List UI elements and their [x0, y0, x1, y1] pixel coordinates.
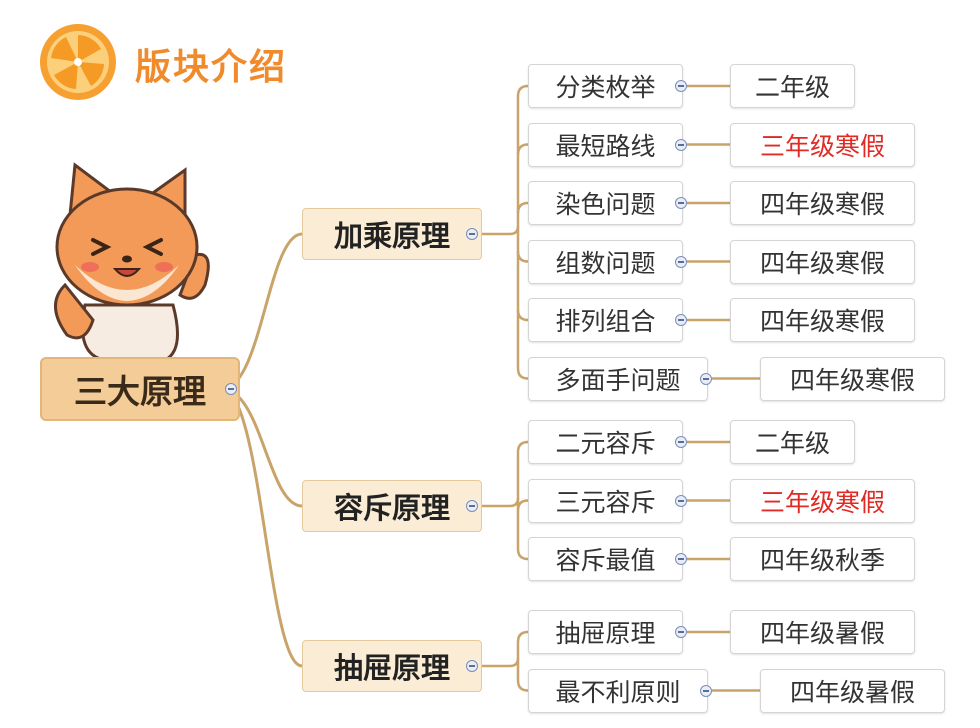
- topic-node[interactable]: 三元容斥: [528, 478, 683, 523]
- collapse-toggle-icon[interactable]: [700, 372, 712, 385]
- grade-node[interactable]: 四年级寒假: [730, 181, 915, 225]
- fox-mascot-icon: 加油: [45, 155, 215, 369]
- topic-node[interactable]: 分类枚举: [528, 64, 683, 108]
- topic-node[interactable]: 组数问题: [528, 239, 683, 284]
- grade-node[interactable]: 四年级寒假: [760, 356, 945, 401]
- grade-node[interactable]: 四年级秋季: [730, 537, 915, 581]
- connector-line: [516, 680, 529, 692]
- topic-node[interactable]: 最短路线: [528, 122, 683, 167]
- collapse-toggle-icon[interactable]: [466, 228, 478, 240]
- collapse-toggle-icon[interactable]: [466, 500, 478, 512]
- orange-slice-icon: [40, 24, 116, 100]
- connector-line: [516, 548, 529, 561]
- connector-line: [221, 387, 303, 668]
- grade-node[interactable]: 四年级暑假: [730, 610, 915, 654]
- grade-node[interactable]: 四年级寒假: [730, 298, 915, 342]
- collapse-toggle-icon[interactable]: [700, 684, 712, 697]
- connector-line: [516, 84, 529, 97]
- grade-node[interactable]: 二年级: [730, 64, 855, 108]
- connector-line: [516, 499, 529, 511]
- connector-line: [516, 440, 529, 453]
- branch-node[interactable]: 抽屉原理: [302, 640, 482, 692]
- topic-node[interactable]: 容斥最值: [528, 537, 683, 581]
- grade-node[interactable]: 二年级: [730, 420, 855, 464]
- connector-line: [516, 630, 529, 643]
- grade-node[interactable]: 三年级寒假: [730, 122, 915, 167]
- connector-line: [516, 143, 529, 155]
- grade-node[interactable]: 四年级寒假: [730, 239, 915, 284]
- grade-node[interactable]: 三年级寒假: [730, 478, 915, 523]
- collapse-toggle-icon[interactable]: [675, 314, 687, 326]
- topic-node[interactable]: 最不利原则: [528, 668, 708, 713]
- collapse-toggle-icon[interactable]: [675, 197, 687, 209]
- collapse-toggle-icon[interactable]: [675, 494, 687, 507]
- page-title: 版块介绍: [135, 47, 288, 88]
- collapse-toggle-icon[interactable]: [675, 138, 687, 151]
- connector-line: [516, 251, 529, 263]
- branch-node[interactable]: 容斥原理: [302, 480, 482, 532]
- collapse-toggle-icon[interactable]: [675, 80, 687, 92]
- topic-node[interactable]: 排列组合: [528, 298, 683, 342]
- branch-node[interactable]: 加乘原理: [302, 208, 482, 260]
- collapse-toggle-icon[interactable]: [675, 553, 687, 565]
- collapse-toggle-icon[interactable]: [675, 255, 687, 268]
- root-node[interactable]: 三大原理: [40, 357, 240, 421]
- connector-line: [516, 368, 529, 380]
- title-group: [38, 22, 124, 112]
- topic-node[interactable]: 多面手问题: [528, 356, 708, 401]
- connector-line: [516, 309, 529, 322]
- topic-node[interactable]: 抽屉原理: [528, 610, 683, 654]
- topic-node[interactable]: 二元容斥: [528, 420, 683, 464]
- topic-node[interactable]: 染色问题: [528, 181, 683, 225]
- connector-line: [516, 201, 529, 214]
- collapse-toggle-icon[interactable]: [225, 383, 237, 395]
- collapse-toggle-icon[interactable]: [675, 436, 687, 448]
- collapse-toggle-icon[interactable]: [675, 626, 687, 638]
- collapse-toggle-icon[interactable]: [466, 660, 478, 672]
- grade-node[interactable]: 四年级暑假: [760, 668, 945, 713]
